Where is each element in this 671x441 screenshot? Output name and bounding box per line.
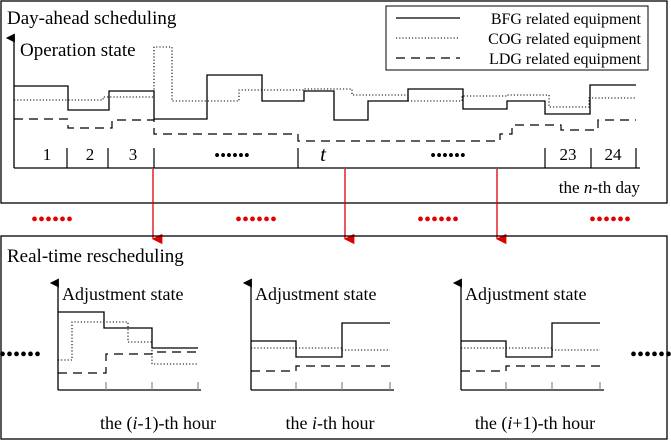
slot-label-t: t	[320, 142, 327, 166]
subplot-prev-bfg	[58, 311, 198, 349]
operation-state-label: Operation state	[20, 40, 136, 61]
subplot-prev-y-label: Adjustment state	[62, 284, 183, 304]
legend: BFG related equipment COG related equipm…	[385, 5, 649, 71]
legend-label-cog: COG related equipment	[488, 31, 641, 48]
subplot-prev-cog	[58, 321, 198, 365]
subplot-prev-ldg	[58, 351, 198, 374]
slot-label-1: 1	[43, 145, 52, 164]
red-arrows	[151, 169, 507, 245]
legend-label-bfg: BFG related equipment	[491, 11, 642, 28]
ldg-curve	[14, 118, 636, 142]
legend-box	[385, 5, 649, 71]
subplot-prev-x-label: the (i-1)-th hour	[100, 413, 216, 434]
subplot-prev-hour: Adjustment state the (i-1)-th hour	[49, 278, 216, 434]
subplot-next-bfg	[461, 322, 600, 358]
day-ahead-panel: Day-ahead scheduling Operation state BFG…	[0, 0, 668, 204]
subplot-current-cog	[251, 347, 390, 351]
real-time-panel: Real-time rescheduling •••••• •••••• Adj…	[0, 235, 671, 440]
day-ahead-panel-frame	[0, 0, 668, 204]
slot-ticks	[66, 148, 637, 168]
subplot-current-x-label: the i-th hour	[285, 413, 374, 433]
real-time-title: Real-time rescheduling	[7, 246, 184, 267]
subplot-next-hour: Adjustment state the (i+1)-th hour	[452, 278, 604, 434]
subplot-current-ldg	[251, 365, 390, 372]
left-ellipsis: ••••••	[0, 344, 41, 366]
real-time-panel-frame	[0, 235, 668, 440]
bfg-curve	[14, 74, 636, 121]
red-ellipsis-3: ••••••	[417, 209, 459, 231]
red-ellipsis-1: ••••••	[31, 209, 73, 231]
day-axis-label: the n-th day	[559, 178, 641, 197]
subplot-next-ldg	[461, 365, 600, 372]
legend-label-ldg: LDG related equipment	[489, 51, 642, 68]
slot-ellipsis-1: ••••••	[214, 146, 250, 165]
red-ellipsis-4: ••••••	[589, 209, 631, 231]
slot-label-23: 23	[560, 145, 577, 164]
slot-label-3: 3	[129, 145, 138, 164]
subplot-current-hour: Adjustment state the i-th hour	[242, 278, 394, 433]
cog-curve	[14, 46, 636, 108]
subplot-current-y-label: Adjustment state	[255, 284, 376, 304]
subplot-next-y-label: Adjustment state	[465, 284, 586, 304]
slot-label-24: 24	[605, 145, 623, 164]
slot-ellipsis-2: ••••••	[430, 146, 466, 165]
subplot-next-x-label: the (i+1)-th hour	[475, 413, 595, 434]
right-ellipsis: ••••••	[630, 344, 671, 366]
day-ahead-title: Day-ahead scheduling	[7, 8, 177, 29]
red-ellipsis-2: ••••••	[235, 209, 277, 231]
slot-label-2: 2	[86, 145, 95, 164]
subplot-current-bfg	[251, 322, 390, 358]
subplot-next-cog	[461, 347, 600, 351]
slot-labels: 1 2 3 •••••• t •••••• 23 24	[43, 142, 622, 166]
separator-dots: •••••• •••••• •••••• ••••••	[31, 209, 631, 231]
